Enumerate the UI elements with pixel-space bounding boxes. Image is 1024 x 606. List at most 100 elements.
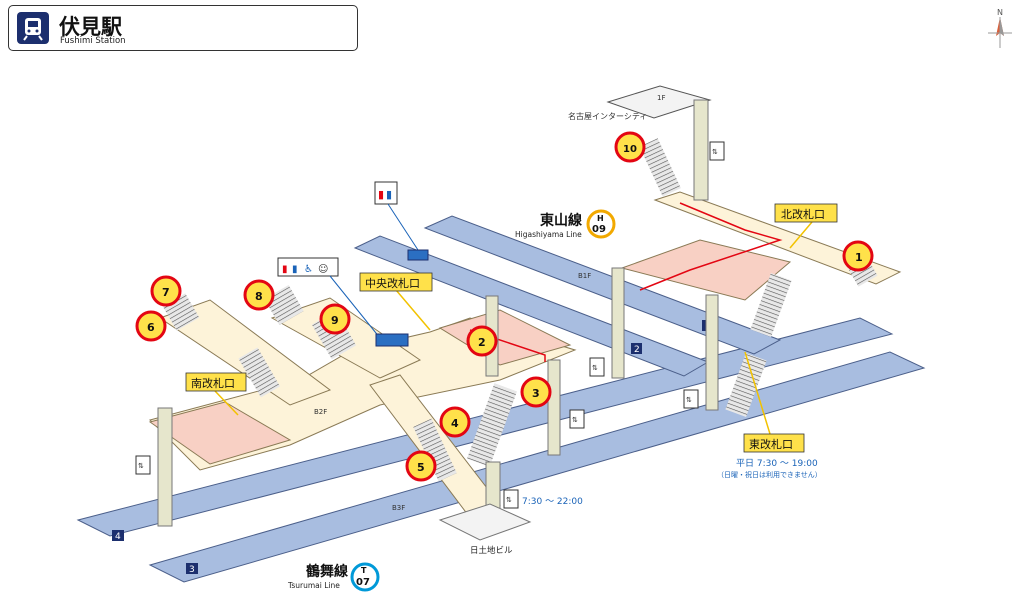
pillar: [611, 267, 625, 379]
svg-text:9: 9: [331, 314, 339, 327]
east-gate-note: （日曜・祝日は利用できません）: [717, 470, 822, 479]
north-gate-area: [620, 239, 792, 301]
exit-5: 5: [405, 450, 437, 482]
svg-text:☺: ☺: [318, 264, 328, 275]
svg-text:7: 7: [162, 286, 170, 299]
exit-10: 10: [614, 131, 646, 163]
svg-text:♿: ♿: [304, 264, 313, 275]
floor-1f-deck: [606, 85, 712, 119]
floor-1f-label: 1F: [657, 94, 665, 102]
svg-text:2: 2: [634, 345, 640, 355]
stairs-exit-4: [413, 418, 457, 482]
svg-text:6: 6: [147, 321, 155, 334]
elevator-icon: ⇅: [569, 409, 585, 429]
higashiyama-line-name: 東山線: [540, 212, 582, 229]
elevator-icon: ⇅: [589, 357, 605, 377]
compass-north-label: N: [997, 8, 1003, 17]
stairs-exit-10: [639, 138, 681, 197]
exit-4: 4: [439, 406, 471, 438]
pillar: [693, 99, 709, 201]
pillar: [157, 407, 173, 527]
north-gate-label-box: [774, 203, 838, 223]
svg-text:▮: ▮: [282, 264, 288, 275]
east-gate-hours: 平日 7:30 ～ 19:00: [736, 458, 818, 469]
exit-8: 8: [243, 279, 275, 311]
south-gate-area: [148, 401, 292, 465]
stairs-east: [725, 353, 767, 417]
station-name-en: Fushimi Station: [60, 36, 126, 46]
station-title-box: 伏見駅 Fushimi Station: [8, 5, 358, 51]
higashiyama-line-badge: [586, 209, 616, 239]
svg-text:H: H: [597, 214, 604, 223]
svg-text:07: 07: [356, 577, 370, 588]
elevator-icon: ⇅: [135, 455, 151, 475]
elevator-icon: ⇅: [683, 389, 699, 409]
svg-text:10: 10: [623, 144, 637, 155]
higashiyama-line-en: Higashiyama Line: [515, 230, 582, 239]
exit-7: 7: [150, 275, 182, 307]
svg-text:3: 3: [532, 387, 540, 400]
svg-text:⇅: ⇅: [506, 496, 512, 504]
svg-text:▮: ▮: [386, 188, 392, 201]
tsurumai-line-name: 鶴舞線: [306, 563, 348, 580]
floor-b3f-label: B3F: [392, 504, 405, 512]
stairs-west: [238, 347, 281, 398]
nagoya-intercity-label: 名古屋インターシティ: [568, 111, 647, 121]
tsurumai-line-en: Tsurumai Line: [287, 581, 340, 590]
south-gate-label-box: [185, 372, 247, 392]
north-concourse: [653, 191, 902, 285]
stairs-exit-3: [467, 383, 517, 467]
floor-b1f-label: B1F: [578, 272, 591, 280]
tsurumai-line-badge: [350, 562, 380, 592]
east-gate-label: 東改札口: [749, 437, 793, 451]
svg-text:⇅: ⇅: [138, 462, 144, 470]
south-gate-label: 南改札口: [191, 376, 235, 390]
svg-text:▮: ▮: [292, 264, 298, 275]
svg-text:⇅: ⇅: [686, 396, 692, 404]
nitto-building-label: 日土地ビル: [470, 545, 513, 556]
platform-track-1: [423, 215, 782, 355]
pillar: [705, 294, 719, 411]
stairs-north-down: [750, 273, 792, 337]
exit-1: 1: [842, 240, 874, 272]
toilet-icon: ▮ ▮ ♿ ☺: [277, 257, 339, 277]
compass-icon: N: [985, 6, 1015, 50]
svg-text:T: T: [361, 566, 367, 575]
svg-text:4: 4: [451, 417, 459, 430]
svg-text:⇅: ⇅: [572, 416, 578, 424]
toilet-location: [375, 333, 409, 347]
station-name-jp: 伏見駅: [59, 15, 122, 39]
svg-text:1: 1: [855, 251, 863, 264]
svg-text:09: 09: [592, 224, 606, 235]
toilet-icon: ▮▮: [374, 181, 398, 205]
central-gate-label: 中央改札口: [365, 276, 420, 290]
svg-text:▮: ▮: [378, 188, 384, 201]
pillar: [547, 359, 561, 456]
track-number-3: [186, 563, 198, 574]
central-gate-label-box: [359, 272, 433, 292]
svg-text:2: 2: [478, 336, 486, 349]
svg-text:4: 4: [115, 532, 121, 542]
elevator-hours: 7:30 ～ 22:00: [522, 497, 583, 507]
toilet-location: [407, 249, 429, 261]
north-gate-label: 北改札口: [781, 207, 825, 221]
svg-text:⇅: ⇅: [592, 364, 598, 372]
exit-6: 6: [135, 310, 167, 342]
east-gate-label-box: [743, 433, 805, 453]
track-number-4: [112, 530, 124, 541]
west-walkway: [158, 299, 332, 406]
elevator-icon: ⇅: [503, 489, 519, 509]
exit-2: 2: [466, 325, 498, 357]
train-icon: [17, 12, 49, 44]
svg-text:8: 8: [255, 290, 263, 303]
track-number-2: [631, 343, 642, 354]
svg-text:⇅: ⇅: [712, 148, 718, 156]
route-line-north: [639, 202, 783, 291]
exit-9: 9: [319, 303, 351, 335]
elevator-icon: ⇅: [709, 141, 725, 161]
svg-text:5: 5: [417, 461, 425, 474]
nitto-base: [438, 503, 532, 541]
floor-b2f-label: B2F: [314, 408, 327, 416]
exit-3: 3: [520, 376, 552, 408]
